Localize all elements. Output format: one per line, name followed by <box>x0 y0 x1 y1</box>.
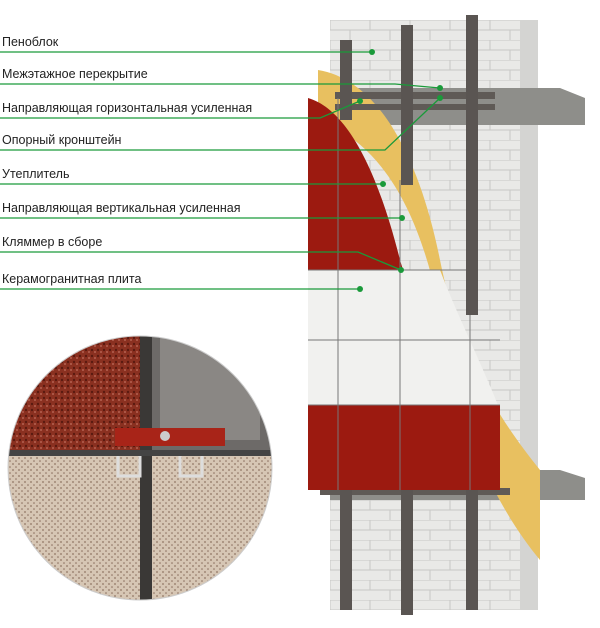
label-vertical-rail: Направляющая вертикальная усиленная <box>2 201 241 215</box>
detail-inset <box>8 336 272 600</box>
vertical-rails <box>340 15 478 615</box>
label-foam-block: Пеноблок <box>2 35 59 49</box>
label-horizontal-rail: Направляющая горизонтальная усиленная <box>2 101 253 115</box>
leader-lines <box>0 51 441 290</box>
horizontal-rails <box>320 92 510 495</box>
leader-dots <box>357 49 443 292</box>
label-floor-slab: Межэтажное перекрытие <box>2 67 148 81</box>
label-clamp-assembly: Кляммер в сборе <box>2 235 103 249</box>
label-support-bracket: Опорный кронштейн <box>2 133 122 147</box>
label-ceramic-granite-tile: Керамогранитная плита <box>2 272 142 286</box>
ceramic-granite-panels <box>308 98 500 490</box>
label-insulation: Утеплитель <box>2 167 70 181</box>
